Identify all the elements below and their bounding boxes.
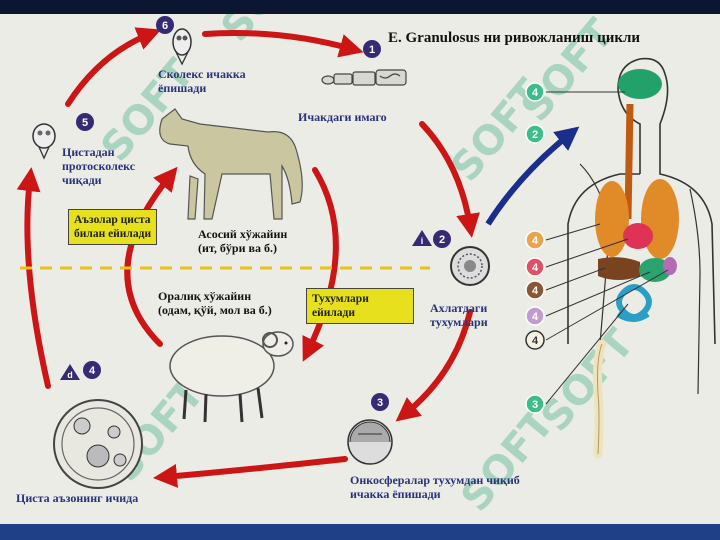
adult-worm-icon (321, 69, 407, 86)
bottom-bar (0, 524, 720, 540)
stage-5-line-2: протосколекс (62, 159, 136, 173)
arrow-6-to-1 (202, 30, 364, 58)
organs-box-line-1: Аъзолар циста (74, 214, 151, 226)
eggs-box-line-2: ейилади (312, 307, 356, 319)
diagram-stage: SOFT SOFT SOFT SOFT SOFT SOFT SOFT (0, 14, 720, 524)
esophagus-organ (624, 103, 634, 220)
stage-2-line-1: Ахлатдаги (430, 301, 488, 315)
infective-stage-marker (412, 230, 432, 246)
stage-6-line-2: ёпишади (158, 81, 207, 95)
organ-badge-label: 4 (532, 87, 539, 99)
right-lung-organ (641, 179, 679, 259)
arrow-4-to-5 (16, 167, 51, 389)
scolex-icon (172, 28, 192, 66)
stage-3-line-1: Онкосфералар тухумдан чиқиб (350, 473, 520, 487)
stage-6-line-1: Сколекс ичакка (158, 67, 246, 81)
stage-badge-5 (76, 113, 94, 131)
organ-badge-spleen (525, 306, 545, 326)
arrow-to-human (485, 126, 580, 226)
oncosphere-icon (347, 419, 393, 465)
intestine-organ (616, 284, 652, 322)
organ-badge-lung (525, 230, 545, 250)
organs-with-cyst-eaten-box: Аъзолар циста билан ейилади (68, 209, 158, 245)
organ-badge-brain (525, 82, 545, 102)
stage-1-label: Ичакдаги имаго (298, 110, 387, 124)
arrow-2-to-3 (395, 309, 473, 422)
organ-leader-lines (545, 91, 669, 405)
intermediate-host-line-2: (одам, қўй, мол ва б.) (158, 303, 272, 317)
stage-badge-6 (156, 16, 174, 34)
organ-badge-label: 4 (532, 285, 539, 297)
human-body-image (567, 57, 716, 459)
stage-3-label: Онкосфералар тухумдан чиқиб ичакка ёпиша… (350, 473, 520, 501)
organ-badge-label: 4 (532, 335, 539, 347)
stage-badge-num: 6 (162, 20, 168, 32)
organ-badge-heart (525, 257, 545, 277)
diagram-graphics: SOFT SOFT SOFT SOFT SOFT SOFT SOFT (16, 14, 716, 520)
intermediate-host-label: Оралиқ хўжайин (одам, қўй, мол ва б.) (158, 289, 272, 317)
left-lung-organ (595, 181, 629, 257)
definitive-host-label: Асосий хўжайин (ит, бўри ва б.) (198, 227, 287, 255)
stage-badge-num: 3 (377, 397, 383, 409)
stage-5-line-1: Цистадан (62, 145, 115, 159)
arrow-sheep-to-dog (124, 166, 178, 347)
stage-badge-4 (83, 361, 101, 379)
organ-badge-label: 2 (532, 129, 538, 141)
organ-badge-liver (525, 280, 545, 300)
top-bar (0, 0, 720, 14)
stage-3-line-2: ичакка ёпишади (350, 487, 441, 501)
definitive-host-line-1: Асосий хўжайин (198, 227, 288, 241)
stage-2-line-2: тухумлари (430, 315, 488, 329)
stage-5-line-3: чиқади (62, 173, 102, 187)
infective-marker-letter: i (421, 236, 424, 246)
definitive-host-line-2: (ит, бўри ва б.) (198, 241, 277, 255)
eggs-box-line-1: Тухумлари (312, 293, 369, 305)
stage-badge-num: 1 (369, 44, 375, 56)
life-cycle-arrows (16, 27, 480, 488)
organ-badge-label: 3 (532, 399, 538, 411)
liver-organ (598, 257, 640, 280)
diagnostic-stage-marker (60, 364, 80, 380)
stage-badge-num: 4 (89, 365, 96, 377)
egg-icon (450, 246, 490, 286)
organs-box-line-2: билан ейилади (74, 228, 152, 240)
organ-badges (525, 82, 545, 414)
stage-6-label: Сколекс ичакка ёпишади (158, 67, 246, 95)
organ-badge-intestine (525, 394, 545, 414)
hydatid-cyst-icon (53, 399, 143, 489)
arrow-3-to-4 (153, 456, 348, 488)
stage-4-label: Циста аъзонинг ичида (16, 491, 139, 505)
stage-badge-num: 2 (439, 234, 445, 246)
brain-organ (618, 69, 662, 99)
spleen-organ (663, 257, 677, 275)
sheep-image (169, 331, 294, 423)
stage-badges (60, 16, 451, 411)
stage-badge-2 (433, 230, 451, 248)
intermediate-host-line-1: Оралиқ хўжайин (158, 289, 252, 303)
diagram-title: E. Granulosus ни ривожланиш цикли (388, 30, 641, 46)
stage-badge-1 (363, 40, 381, 58)
arrow-5-to-6 (65, 27, 162, 107)
organ-badge-bone (525, 330, 545, 350)
eggs-eaten-box: Тухумлари ейилади (306, 288, 414, 324)
organ-badge-label: 4 (532, 262, 539, 274)
arrow-dog-to-sheep (302, 167, 339, 362)
protoscolex-icon (32, 123, 56, 160)
stage-2-label: Ахлатдаги тухумлари (430, 301, 488, 329)
stage-badge-3 (371, 393, 389, 411)
dog-image (159, 108, 303, 220)
diagnostic-marker-letter: d (67, 370, 73, 380)
host-arrows (124, 166, 339, 362)
arrow-1-to-2 (419, 121, 480, 238)
stage-badge-num: 5 (82, 117, 88, 129)
stomach-organ (639, 258, 671, 282)
organ-badge-label: 4 (532, 311, 539, 323)
organ-badge-route (525, 124, 545, 144)
stage-5-label: Цистадан протосколекс чиқади (62, 145, 135, 187)
organ-badge-label: 4 (532, 235, 539, 247)
heart-organ (623, 223, 653, 249)
